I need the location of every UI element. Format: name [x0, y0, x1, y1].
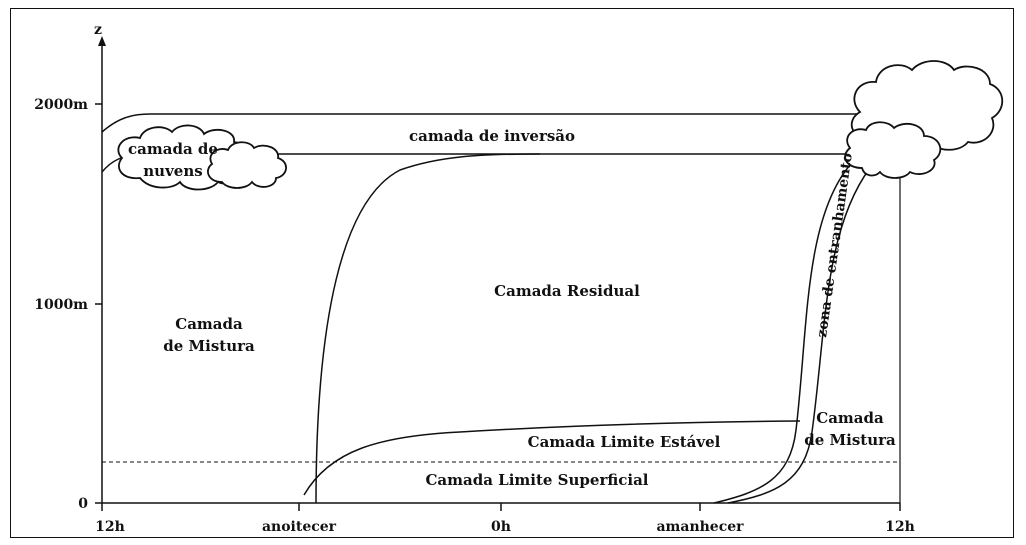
- y-axis-arrow: [98, 36, 106, 46]
- entrainment-zone-left: [713, 164, 851, 504]
- x-tick-label-0h: 0h: [491, 519, 511, 535]
- label-residual-layer: Camada Residual: [494, 282, 640, 300]
- x-tick-label-12h-left: 12h: [95, 519, 125, 535]
- label-mixing-layer-right-line2: de Mistura: [804, 431, 896, 449]
- label-stable-boundary-layer: Camada Limite Estável: [528, 433, 721, 451]
- label-cloud-layer-line2: nuvens: [143, 162, 202, 180]
- label-mixing-layer-left-line2: de Mistura: [163, 337, 255, 355]
- inversion-top-line: [101, 113, 870, 133]
- label-mixing-layer-right-line1: Camada: [816, 409, 884, 427]
- y-axis-title: z: [94, 22, 102, 38]
- label-mixing-layer-left-line1: Camada: [175, 315, 243, 333]
- label-cloud-layer-line1: camada de: [128, 140, 218, 158]
- entrainment-zone-right: [727, 167, 871, 504]
- stable-layer-top: [303, 420, 801, 496]
- y-tick-label-0: 0: [78, 496, 88, 512]
- label-inversion-layer: camada de inversão: [409, 127, 575, 145]
- residual-layer-boundary: [315, 153, 541, 504]
- figure-frame: [10, 8, 1014, 538]
- x-tick-label-anoitecer: anoitecer: [262, 519, 337, 535]
- x-tick-label-amanhecer: amanhecer: [656, 519, 744, 535]
- label-entrainment-zone: zona de entranhamento: [814, 152, 856, 339]
- y-tick-label-1000: 1000m: [34, 297, 88, 313]
- cloud-right-small: [844, 121, 942, 179]
- y-tick-label-2000: 2000m: [34, 97, 88, 113]
- label-surface-boundary-layer: Camada Limite Superficial: [425, 471, 648, 489]
- x-tick-label-12h-right: 12h: [885, 519, 915, 535]
- cloud-left-small: [207, 141, 287, 189]
